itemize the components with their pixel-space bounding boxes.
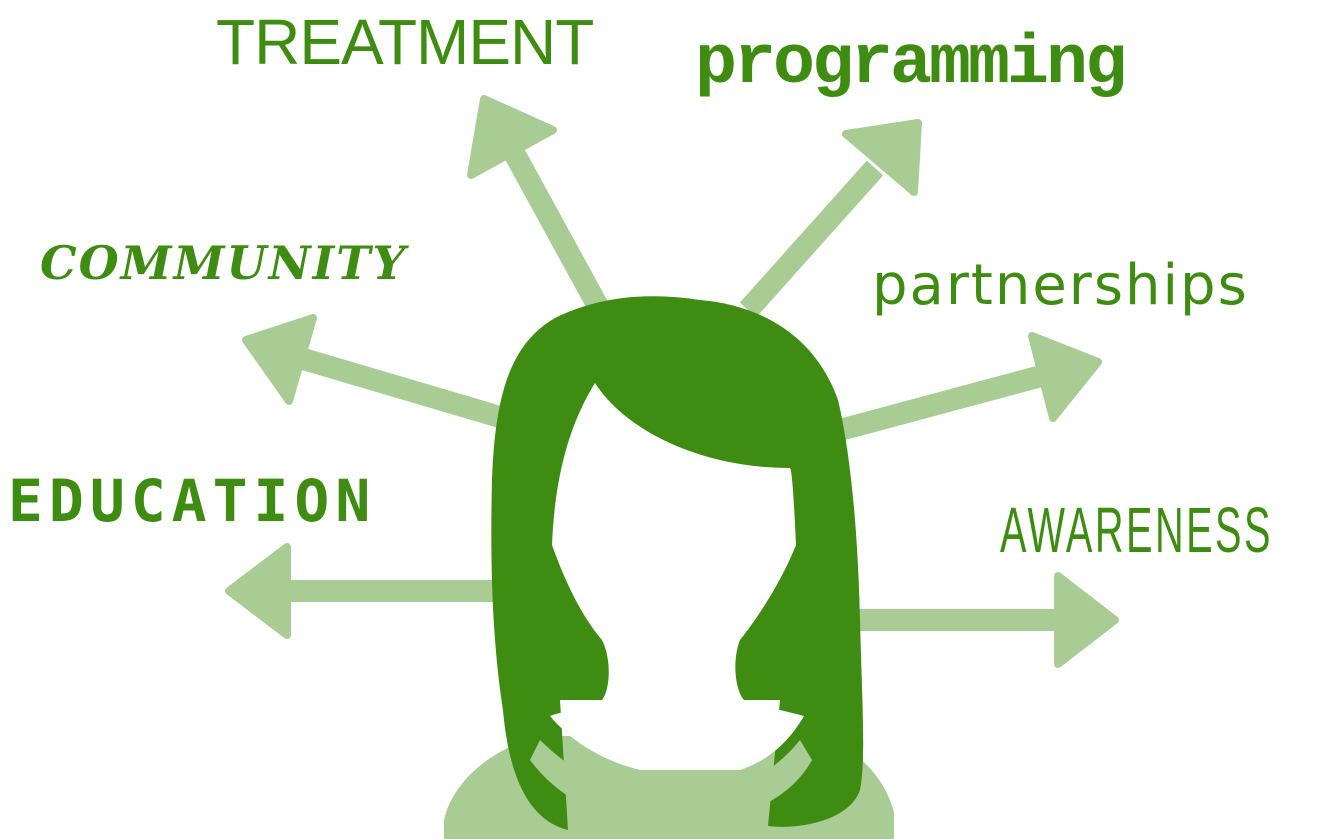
arrows bbox=[225, 95, 1119, 668]
arrow-treatment-icon bbox=[467, 95, 610, 316]
label-awareness: AWARENESS bbox=[1000, 494, 1273, 566]
arrow-awareness-icon bbox=[855, 572, 1119, 668]
arrow-partnerships-icon bbox=[837, 332, 1102, 441]
arrow-education-icon bbox=[225, 543, 495, 639]
label-programming: programming bbox=[695, 25, 1127, 104]
face-shape bbox=[550, 383, 804, 770]
neck-shape bbox=[530, 740, 812, 824]
woman-silhouette-icon bbox=[444, 296, 894, 839]
label-community: COMMUNITY bbox=[40, 236, 408, 290]
arrow-programming-icon bbox=[739, 119, 922, 318]
label-education: EDUCATION bbox=[8, 467, 377, 535]
label-partnerships: partnerships bbox=[872, 253, 1249, 318]
label-treatment: TREATMENT bbox=[216, 6, 594, 78]
arrow-community-icon bbox=[242, 314, 514, 431]
